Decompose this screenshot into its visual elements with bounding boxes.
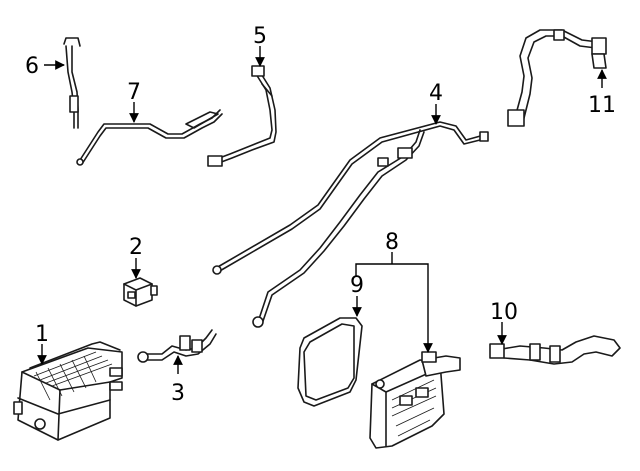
part-7-tube[interactable]: [76, 109, 223, 166]
part-4-fuel-lines[interactable]: [212, 121, 489, 328]
part-1-canister[interactable]: [13, 341, 123, 441]
callout-labels: 1 2 3 4 5 6 7 8 9 10 11: [25, 24, 616, 406]
callout-11: 11: [588, 93, 616, 118]
callout-1: 1: [35, 322, 49, 347]
callout-9: 9: [350, 273, 364, 298]
part-5-sensor-line[interactable]: [207, 65, 277, 167]
part-6-harness[interactable]: [63, 37, 81, 129]
part-8-module[interactable]: [369, 351, 461, 449]
part-9-gasket[interactable]: [297, 317, 363, 407]
part-10-hose[interactable]: [489, 335, 621, 365]
callout-3: 3: [171, 381, 185, 406]
part-2-connector[interactable]: [123, 277, 158, 307]
part-3-hose[interactable]: [137, 329, 217, 363]
callout-4: 4: [429, 81, 443, 106]
leader-lines: [37, 46, 607, 374]
callout-2: 2: [129, 235, 143, 260]
callout-8: 8: [385, 230, 399, 255]
callout-6: 6: [25, 54, 39, 79]
part-11-vent-hose[interactable]: [507, 29, 607, 127]
callout-10: 10: [490, 300, 518, 325]
callout-5: 5: [253, 24, 267, 49]
callout-7: 7: [127, 80, 141, 105]
